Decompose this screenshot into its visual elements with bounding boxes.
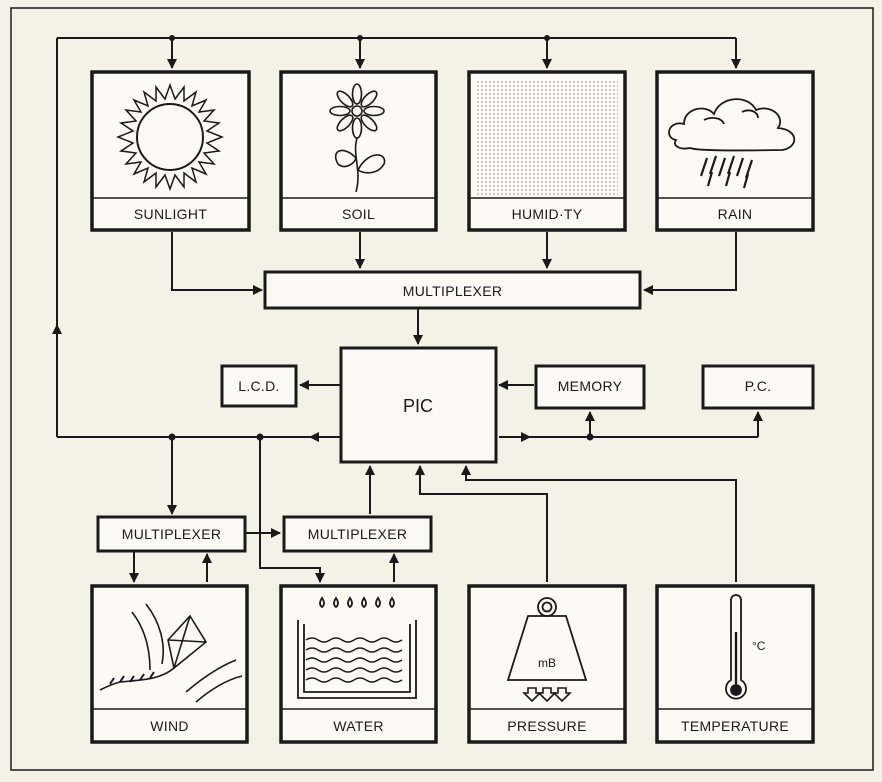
multiplexer-top-label: MULTIPLEXER: [403, 283, 503, 299]
rain-cloud-icon: [668, 98, 796, 189]
water-label: WATER: [333, 718, 384, 734]
lcd-label: L.C.D.: [238, 378, 279, 394]
connections: [52, 37, 763, 583]
pc-label: P.C.: [745, 378, 772, 394]
sunlight-label: SUNLIGHT: [134, 206, 207, 222]
humidity-pattern-icon: [476, 79, 618, 195]
multiplexer-right-label: MULTIPLEXER: [308, 526, 408, 542]
soil-label: SOIL: [342, 206, 375, 222]
sensor-pressure: mB PRESSURE: [467, 584, 627, 744]
pressure-weight-icon: [506, 597, 588, 703]
humidity-label: HUMID·TY: [512, 206, 583, 222]
pic-label: PIC: [403, 396, 433, 416]
pressure-unit-label: mB: [538, 656, 556, 670]
pressure-label: PRESSURE: [507, 718, 586, 734]
multiplexer-top: MULTIPLEXER: [263, 270, 642, 310]
sun-icon: [115, 82, 225, 192]
memory-label: MEMORY: [558, 378, 623, 394]
multiplexer-left: MULTIPLEXER: [96, 515, 247, 553]
temperature-label: TEMPERATURE: [681, 718, 789, 734]
outer-border: [10, 7, 874, 771]
thermometer-icon: [725, 594, 747, 700]
flower-icon: [329, 83, 386, 193]
rain-label: RAIN: [718, 206, 753, 222]
wind-label: WIND: [150, 718, 189, 734]
sensor-water: WATER: [279, 584, 438, 744]
pic-block: PIC: [339, 346, 498, 464]
memory-block: MEMORY: [534, 364, 646, 410]
lcd-block: L.C.D.: [220, 364, 298, 408]
water-tank-icon: [297, 596, 417, 699]
sensor-rain: RAIN: [655, 70, 815, 232]
multiplexer-right: MULTIPLEXER: [282, 515, 433, 553]
sensor-wind: WIND: [90, 584, 249, 744]
sensor-temperature: °C TEMPERATURE: [655, 584, 815, 744]
multiplexer-left-label: MULTIPLEXER: [122, 526, 222, 542]
temperature-unit-label: °C: [752, 639, 766, 653]
kite-icon: [99, 603, 243, 703]
sensor-humidity: HUMID·TY: [467, 70, 627, 232]
sensor-soil: SOIL: [279, 70, 438, 232]
sensor-sunlight: SUNLIGHT: [90, 70, 251, 232]
junction-dots: [168, 35, 594, 441]
pc-block: P.C.: [701, 364, 815, 410]
